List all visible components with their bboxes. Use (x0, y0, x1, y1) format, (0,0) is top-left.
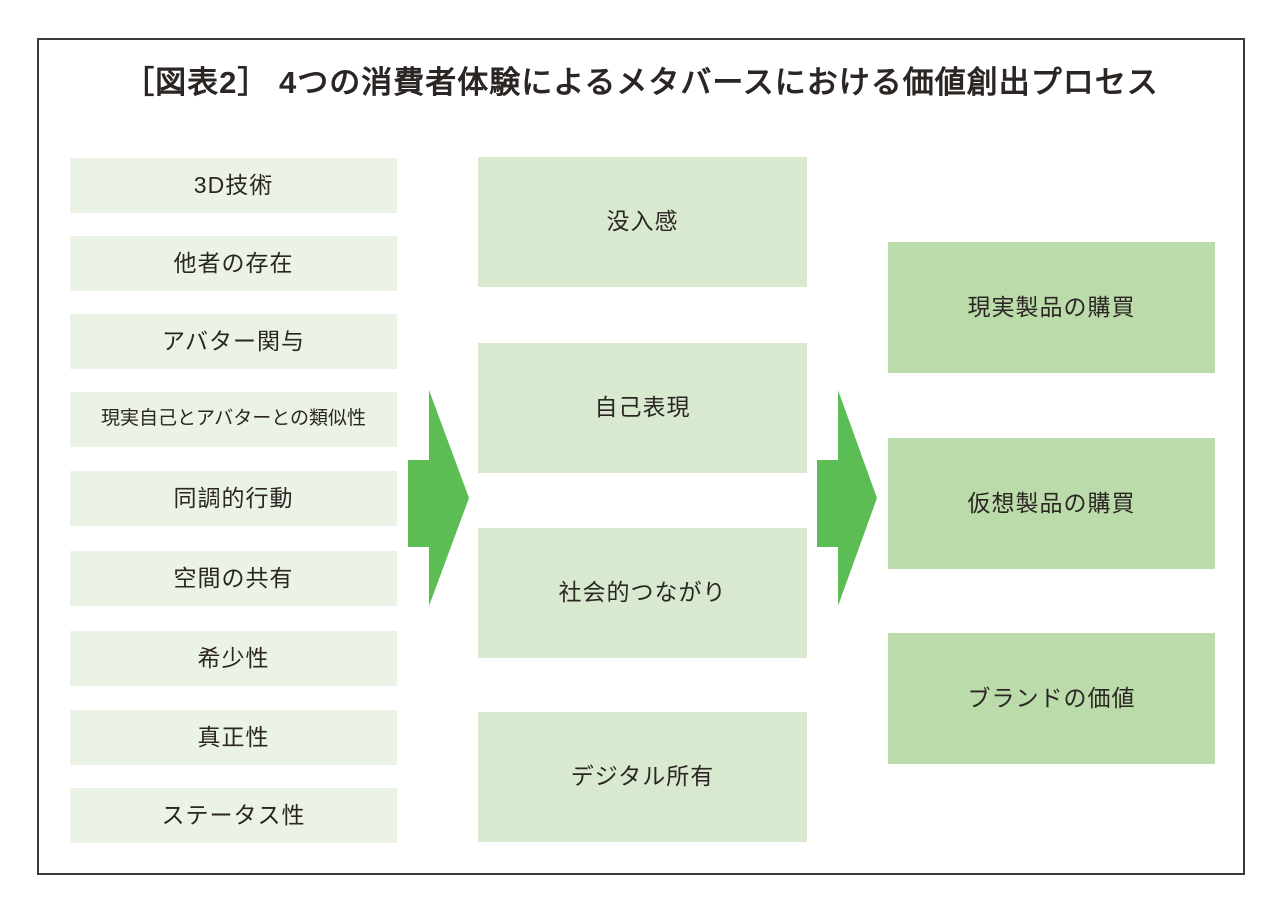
right-box-virtual-product-purchase: 仮想製品の購買 (888, 438, 1215, 569)
left-box-authenticity: 真正性 (70, 710, 397, 765)
left-box-shared-space: 空間の共有 (70, 551, 397, 606)
middle-box-self-expression: 自己表現 (478, 343, 807, 473)
left-box-avatar-involvement: アバター関与 (70, 314, 397, 369)
right-box-brand-value: ブランドの価値 (888, 633, 1215, 764)
left-box-conforming-behavior: 同調的行動 (70, 471, 397, 526)
left-box-status: ステータス性 (70, 788, 397, 843)
middle-box-digital-ownership: デジタル所有 (478, 712, 807, 842)
left-box-self-avatar-similarity: 現実自己とアバターとの類似性 (70, 392, 397, 447)
left-box-3d-tech: 3D技術 (70, 158, 397, 213)
left-box-scarcity: 希少性 (70, 631, 397, 686)
left-box-presence-of-others: 他者の存在 (70, 236, 397, 291)
middle-box-immersion: 没入感 (478, 157, 807, 287)
middle-box-social-connection: 社会的つながり (478, 528, 807, 658)
figure-title: ［図表2］ 4つの消費者体験によるメタバースにおける価値創出プロセス (123, 65, 1159, 100)
right-box-real-product-purchase: 現実製品の購買 (888, 242, 1215, 373)
